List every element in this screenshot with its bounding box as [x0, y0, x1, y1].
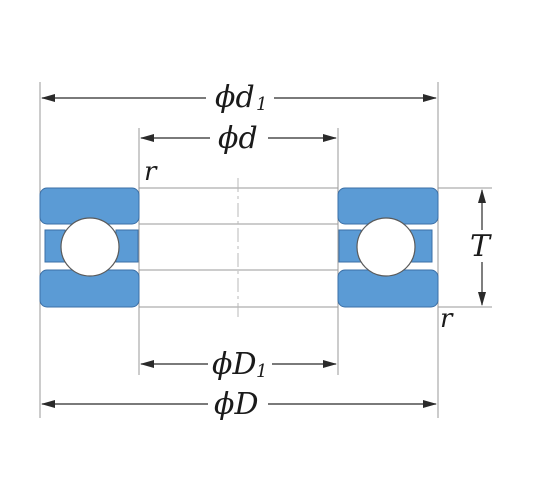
T-label: T: [470, 229, 492, 264]
d1-subscript: 1: [256, 94, 267, 115]
right-ball: [356, 217, 416, 277]
left-ball: [60, 217, 120, 277]
dimension-d1: ϕd 1: [41, 80, 437, 115]
dimension-D: ϕD: [41, 387, 437, 422]
r-label-top: r: [144, 157, 158, 187]
D1-subscript: 1: [256, 361, 267, 382]
dimension-D1: ϕD 1: [140, 347, 337, 382]
left-section: [39, 187, 140, 308]
D1-label: ϕD: [212, 347, 257, 382]
dimension-T: T: [470, 189, 492, 306]
D-label: ϕD: [214, 387, 259, 422]
d-label: ϕd: [218, 121, 258, 156]
dimension-d: ϕd: [140, 121, 337, 156]
right-section: [337, 187, 439, 308]
r-label-bottom: r: [440, 304, 454, 334]
d1-label: ϕd: [215, 80, 255, 115]
